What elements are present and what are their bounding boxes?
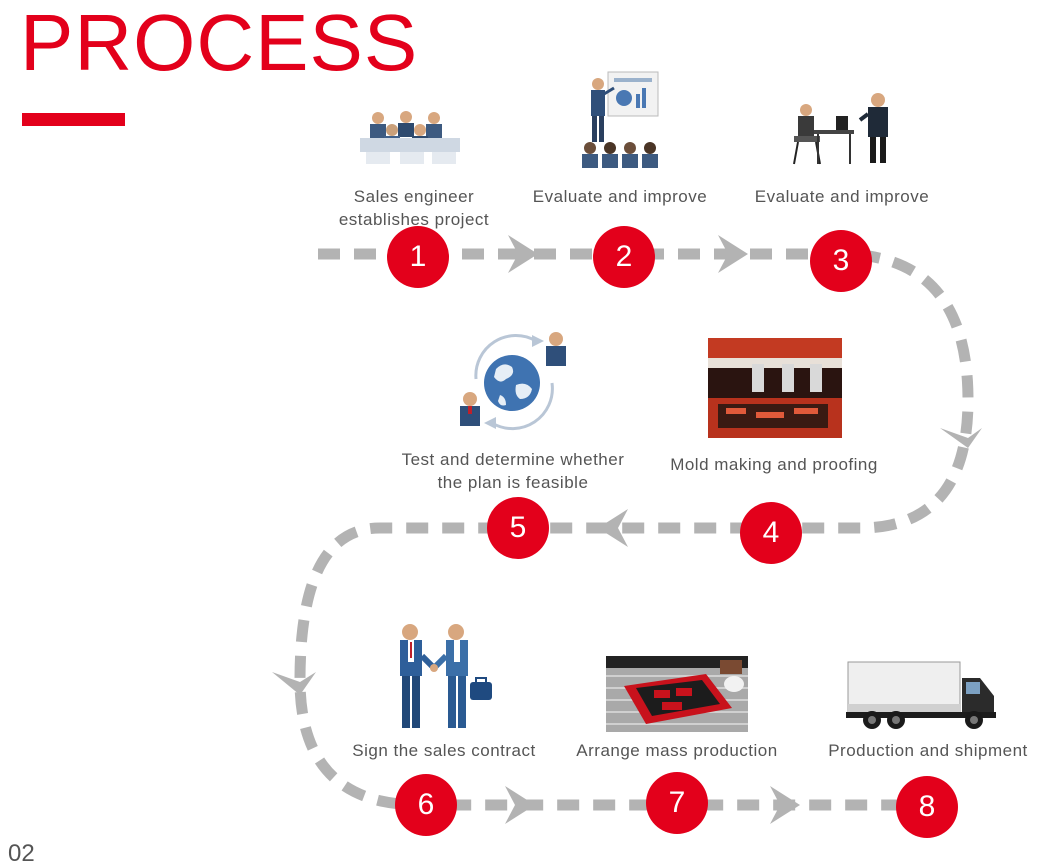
handshake-icon: [400, 624, 492, 728]
step-7-badge: 7: [646, 772, 708, 834]
step-1-label: Sales engineer establishes project: [338, 187, 490, 229]
step-7-label: Arrange mass production: [576, 741, 778, 760]
team-meeting-icon: [360, 111, 460, 164]
delivery-truck-icon: [846, 661, 996, 729]
step-6-badge: 6: [395, 774, 457, 836]
step-8-label: Production and shipment: [828, 741, 1028, 760]
page-number: 02: [8, 840, 35, 867]
arrow-right-6: [505, 786, 535, 824]
production-tray-photo: [606, 656, 748, 732]
step-6-label: Sign the sales contract: [352, 741, 536, 760]
step-5-badge: 5: [487, 497, 549, 559]
cnc-machine-photo: [708, 338, 842, 438]
arrow-right-1: [508, 235, 538, 273]
presentation-icon: [582, 71, 659, 168]
step-3-label: Evaluate and improve: [754, 187, 930, 206]
step-3-badge: 3: [810, 230, 872, 292]
global-network-icon: [460, 332, 566, 431]
arrow-down-5: [272, 672, 316, 695]
step-1-badge: 1: [387, 226, 449, 288]
step-5-label: Test and determine whether the plan is f…: [401, 450, 625, 492]
step-8-badge: 8: [896, 776, 958, 838]
office-discussion-icon: [793, 93, 888, 165]
arrow-down-3: [940, 428, 982, 448]
arrow-right-2: [718, 235, 748, 273]
step-2-label: Evaluate and improve: [532, 187, 708, 206]
page-title: PROCESS: [20, 0, 419, 87]
step-4-badge: 4: [740, 502, 802, 564]
step-2-badge: 2: [593, 226, 655, 288]
connector-row-1: [294, 248, 974, 811]
title-underline: [22, 113, 125, 126]
step-4-label: Mold making and proofing: [670, 455, 878, 474]
arrow-left-4: [598, 509, 628, 547]
arrow-right-7: [770, 786, 800, 824]
